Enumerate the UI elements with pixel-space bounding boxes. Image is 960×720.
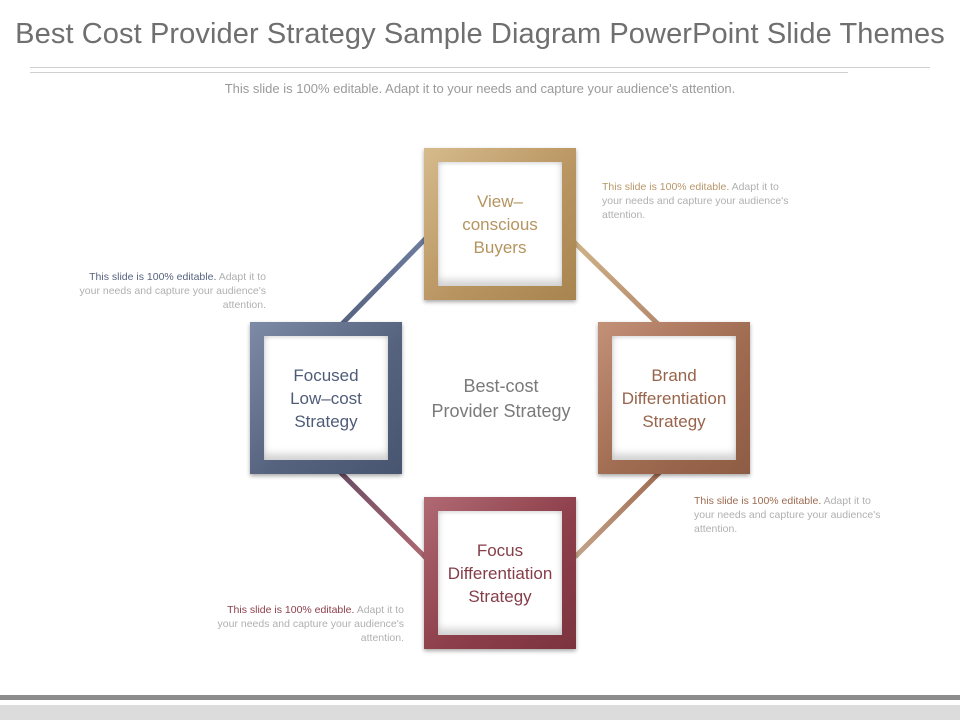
node-focus-differentiation-strategy[interactable]: Focus Differentiation Strategy (424, 497, 576, 649)
connector-bottom-left (337, 469, 431, 563)
note-lead: This slide is 100% editable. (89, 271, 217, 283)
connector-bottom-right (573, 469, 663, 559)
title-divider-bottom (30, 72, 848, 73)
note-left: This slide is 100% editable. Adapt it to… (70, 270, 266, 312)
note-right: This slide is 100% editable. Adapt it to… (694, 494, 890, 536)
note-text: Adapt it to your needs and capture your … (217, 604, 404, 644)
node-label: Focus Differentiation Strategy (447, 540, 553, 606)
connector-top-left (337, 231, 433, 329)
title-divider-top (30, 67, 930, 68)
slide-title: Best Cost Provider Strategy Sample Diagr… (15, 18, 945, 50)
connector-top-right (569, 237, 663, 329)
note-lead: This slide is 100% editable. (694, 495, 822, 507)
note-text: Adapt it to your needs and capture your … (79, 271, 266, 311)
diagram-center-label: Best-cost Provider Strategy (431, 376, 571, 421)
footer-bar-dark (0, 695, 960, 700)
footer-bar-light (0, 705, 960, 720)
note-text: Adapt it to your needs and capture your … (602, 181, 789, 221)
node-label: View– conscious Buyers (462, 191, 538, 257)
node-label: Focused Low–cost Strategy (290, 365, 362, 431)
node-focused-low-cost-strategy[interactable]: Focused Low–cost Strategy (250, 322, 402, 474)
node-label: Brand Differentiation Strategy (621, 365, 727, 431)
note-text: Adapt it to your needs and capture your … (694, 495, 881, 535)
node-view-conscious-buyers[interactable]: View– conscious Buyers (424, 148, 576, 300)
note-top: This slide is 100% editable. Adapt it to… (602, 180, 798, 222)
slide-subtitle: This slide is 100% editable. Adapt it to… (224, 81, 736, 96)
note-lead: This slide is 100% editable. (227, 604, 355, 616)
node-brand-differentiation-strategy[interactable]: Brand Differentiation Strategy (598, 322, 750, 474)
note-bottom: This slide is 100% editable. Adapt it to… (208, 603, 404, 645)
note-lead: This slide is 100% editable. (602, 181, 730, 193)
